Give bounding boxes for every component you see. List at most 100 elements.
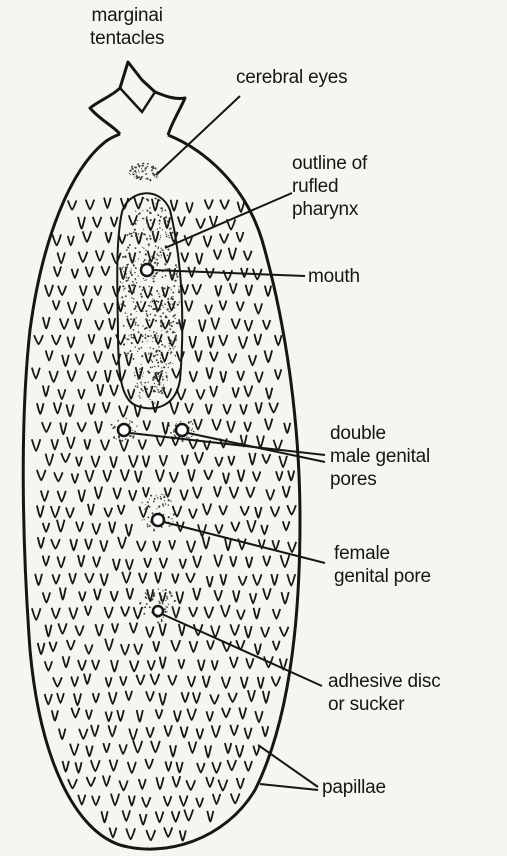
papilla-mark [129, 490, 137, 500]
stipple-dot [142, 311, 143, 312]
stipple-dot [145, 178, 146, 179]
stipple-dot [125, 273, 127, 275]
papilla-mark [271, 676, 280, 685]
papilla-mark [69, 573, 76, 584]
papilla-mark [143, 456, 150, 467]
stipple-dot [133, 308, 135, 310]
stipple-dot [154, 262, 156, 264]
papilla-mark [60, 423, 66, 435]
stipple-dot [159, 309, 161, 311]
stipple-dot [163, 366, 165, 368]
papilla-mark [244, 386, 252, 397]
papilla-mark [213, 794, 220, 804]
stipple-dot [143, 218, 145, 220]
stipple-dot [160, 358, 161, 359]
papilla-mark [60, 588, 66, 600]
stipple-dot [135, 174, 136, 175]
stipple-dot [153, 238, 155, 240]
stipple-dot [165, 217, 166, 218]
stipple-dot [126, 266, 128, 268]
stipple-dot [157, 389, 159, 391]
papilla-mark [45, 694, 52, 704]
papilla-mark [160, 657, 166, 668]
papilla-mark [71, 677, 78, 687]
papilla-mark [91, 456, 99, 467]
stipple-dot [164, 287, 166, 289]
stipple-dot [138, 395, 139, 396]
stipple-dot [153, 500, 155, 502]
stipple-dot [142, 247, 143, 248]
stipple-dot [163, 387, 165, 389]
papilla-mark [204, 236, 212, 247]
papilla-mark [196, 798, 203, 807]
stipple-dot [162, 494, 163, 495]
stipple-dot [133, 264, 134, 265]
label-adhesive-disc: adhesive disc or sucker [328, 670, 441, 716]
stipple-dot [139, 203, 141, 205]
papilla-mark [109, 318, 115, 329]
papilla-mark [215, 524, 222, 533]
papilla-mark [101, 573, 108, 585]
stipple-dot [172, 298, 174, 300]
stipple-dot [122, 285, 124, 287]
papilla-mark [76, 457, 82, 466]
stipple-dot [135, 324, 137, 326]
stipple-dot [147, 166, 148, 167]
stipple-dot [165, 315, 167, 317]
stipple-dot [145, 504, 146, 505]
stipple-dot [149, 258, 150, 259]
papilla-mark [228, 693, 237, 702]
stipple-dot [142, 502, 143, 503]
stipple-dot [161, 390, 163, 392]
stipple-dot [153, 355, 155, 357]
stipple-dot [165, 327, 167, 329]
stipple-dot [159, 223, 161, 225]
stipple-dot [155, 335, 156, 336]
stipple-dot [131, 337, 133, 339]
papilla-mark [231, 318, 239, 328]
papilla-mark [95, 487, 102, 499]
stipple-dot [162, 209, 163, 210]
stipple-dot [139, 369, 140, 370]
stipple-dot [166, 377, 168, 379]
papilla-mark [51, 506, 60, 517]
papilla-mark [109, 522, 115, 533]
stipple-dot [164, 346, 166, 348]
label-marginal-tentacles: marginai tentacles [90, 4, 164, 50]
stipple-dot [141, 364, 142, 365]
papilla-mark [151, 741, 160, 752]
stipple-dot [161, 361, 163, 363]
papilla-mark [206, 777, 214, 787]
papilla-mark [189, 742, 197, 753]
papilla-mark [230, 725, 238, 735]
stipple-dot [165, 275, 167, 277]
stipple-dot [135, 247, 137, 249]
stipple-dot [167, 221, 169, 223]
stipple-dot [152, 367, 153, 368]
stipple-dot [170, 228, 172, 230]
pharynx-outline [117, 193, 182, 408]
papilla-mark [160, 455, 168, 466]
stipple-dot [133, 358, 135, 360]
papilla-mark [75, 319, 82, 329]
papilla-mark [192, 284, 201, 294]
stipple-dot [173, 285, 175, 287]
stipple-dot [152, 278, 153, 279]
stipple-dot [142, 520, 143, 521]
papilla-mark [111, 217, 118, 227]
papilla-mark [170, 745, 176, 756]
papilla-mark [227, 421, 235, 432]
label-pharynx-outline: outline of rufled pharynx [292, 152, 367, 221]
papilla-mark [68, 779, 77, 788]
papilla-mark [134, 644, 142, 655]
papilla-mark [57, 253, 64, 264]
stipple-dot [133, 301, 134, 302]
papilla-mark [214, 250, 222, 260]
stipple-dot [112, 427, 114, 429]
papilla-mark [266, 489, 274, 499]
papilla-mark [210, 352, 218, 361]
stipple-dot [152, 589, 154, 591]
stipple-dot [161, 353, 162, 354]
papilla-mark [223, 404, 231, 414]
stipple-dot [160, 596, 162, 598]
